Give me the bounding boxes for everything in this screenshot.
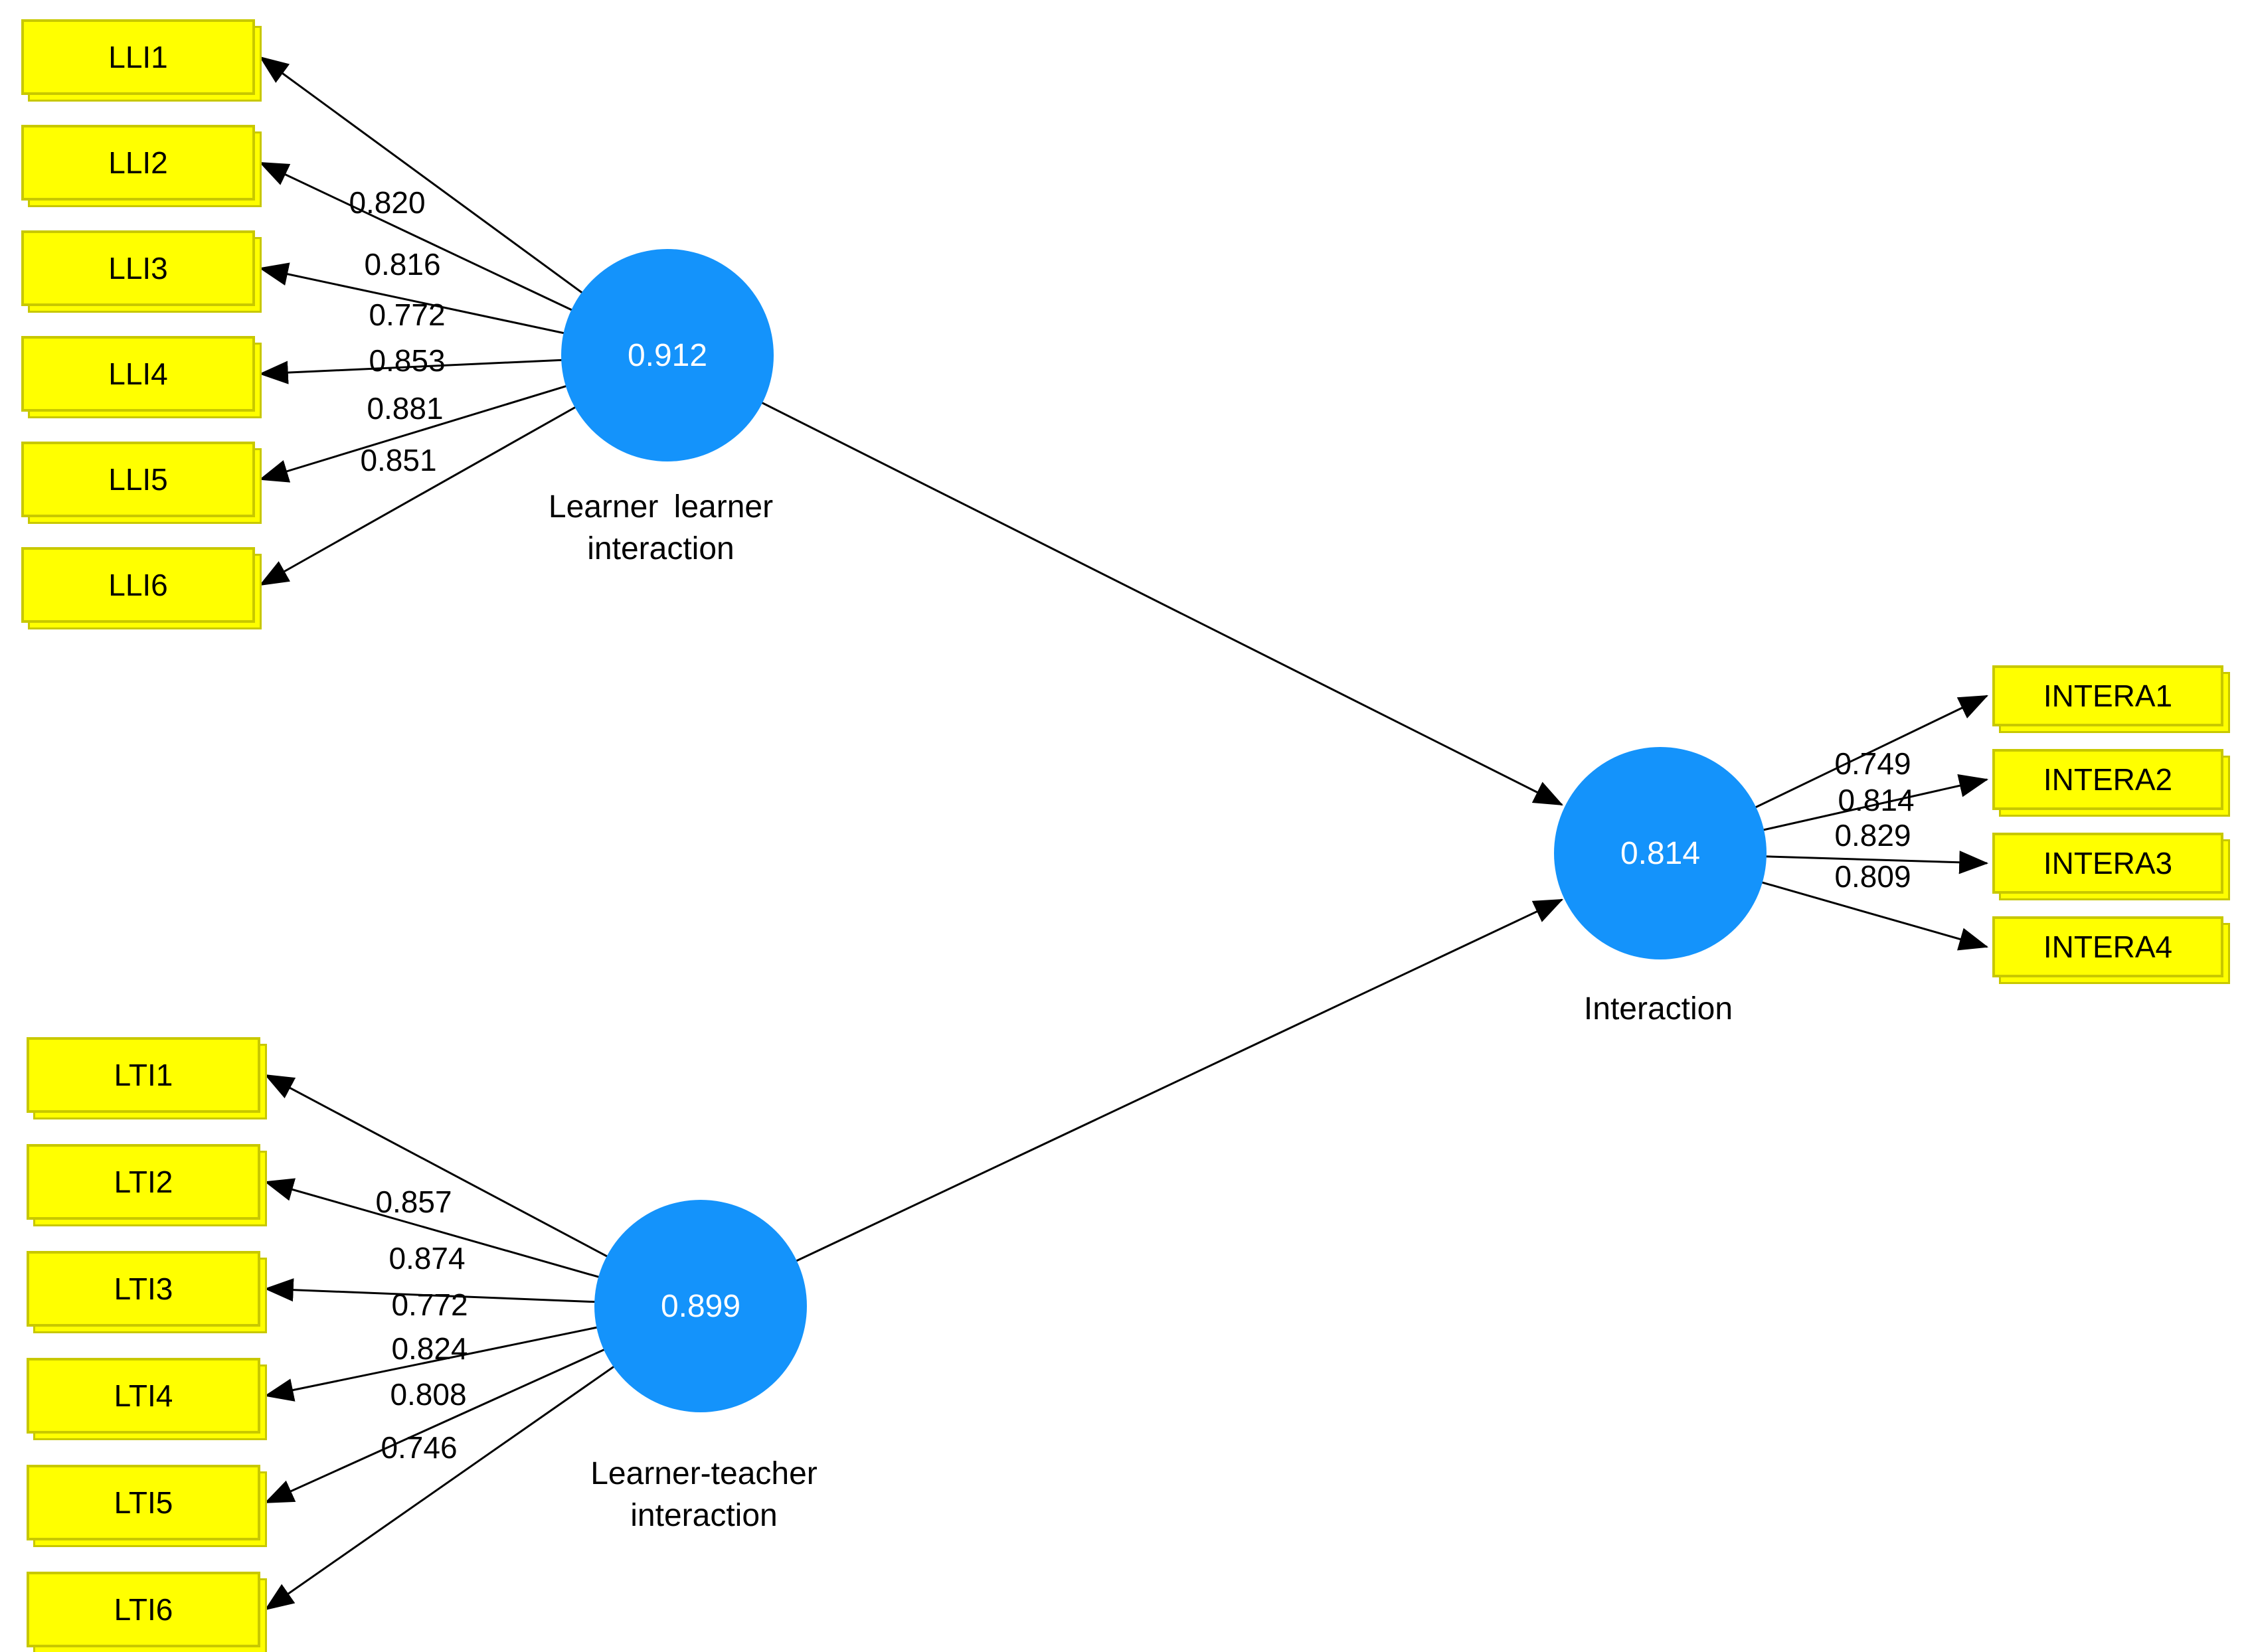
indicator-box-lli5: LLI5 <box>21 442 255 517</box>
indicator-box-lti1: LTI1 <box>27 1037 260 1113</box>
indicator-box-lli2: LLI2 <box>21 125 255 201</box>
indicator-box-intera2: INTERA2 <box>1992 749 2223 810</box>
loading-label-lti4: 0.824 <box>391 1331 468 1366</box>
loading-label-lti3: 0.772 <box>391 1287 468 1322</box>
construct-label-interaction: Interaction <box>1584 988 1733 1030</box>
loading-label-lli5: 0.881 <box>367 391 444 426</box>
loading-label-lli1: 0.820 <box>349 185 426 220</box>
r-squared-value-learner-learner: 0.912 <box>627 337 708 373</box>
indicator-box-lli6: LLI6 <box>21 547 255 623</box>
loading-label-lli3: 0.772 <box>369 297 446 332</box>
loading-label-lti6: 0.746 <box>381 1430 458 1465</box>
construct-label-learner-learner-interaction: Learner learner interaction <box>549 486 773 570</box>
path-lti-to-interaction <box>700 898 1563 1307</box>
indicator-box-lti2: LTI2 <box>27 1144 260 1220</box>
loading-label-lli2: 0.816 <box>364 247 441 282</box>
indicator-box-lti6: LTI6 <box>27 1572 260 1647</box>
loading-label-intera2: 0.814 <box>1838 783 1915 817</box>
loading-label-lti2: 0.874 <box>389 1241 466 1276</box>
loading-label-lli4: 0.853 <box>369 343 446 378</box>
construct-label-line: Interaction <box>1583 991 1733 1027</box>
indicator-box-intera1: INTERA1 <box>1992 665 2223 726</box>
loading-label-intera4: 0.809 <box>1834 859 1911 894</box>
indicator-box-lli1: LLI1 <box>21 19 255 95</box>
indicator-box-intera4: INTERA4 <box>1992 916 2223 977</box>
r-squared-value-interaction: 0.814 <box>1620 835 1701 871</box>
indicator-box-lti5: LTI5 <box>27 1465 260 1540</box>
loading-label-lti1: 0.857 <box>375 1185 452 1219</box>
construct-circle-interaction: 0.814 <box>1554 747 1767 959</box>
indicator-box-lli4: LLI4 <box>21 336 255 412</box>
loading-label-lli6: 0.851 <box>360 443 437 477</box>
construct-label-line: interaction <box>630 1498 778 1533</box>
construct-label-line: interaction <box>587 531 734 566</box>
loading-label-intera3: 0.829 <box>1834 818 1911 853</box>
construct-label-line: Learner-teacher <box>590 1456 818 1491</box>
loading-label-lti5: 0.808 <box>390 1377 467 1412</box>
r-squared-value-learner-teacher: 0.899 <box>660 1288 741 1324</box>
indicator-box-lti3: LTI3 <box>27 1251 260 1327</box>
construct-circle-learner-learner-interaction: 0.912 <box>561 249 774 461</box>
indicator-box-lli3: LLI3 <box>21 230 255 306</box>
construct-label-learner-teacher-interaction: Learner-teacher interaction <box>590 1453 818 1536</box>
path-lli-to-interaction <box>667 354 1563 806</box>
indicator-box-lti4: LTI4 <box>27 1358 260 1434</box>
loading-label-intera1: 0.749 <box>1834 746 1911 781</box>
construct-circle-learner-teacher-interaction: 0.899 <box>594 1200 807 1412</box>
construct-label-line: Learner learner <box>548 489 774 525</box>
indicator-box-intera3: INTERA3 <box>1992 833 2223 894</box>
